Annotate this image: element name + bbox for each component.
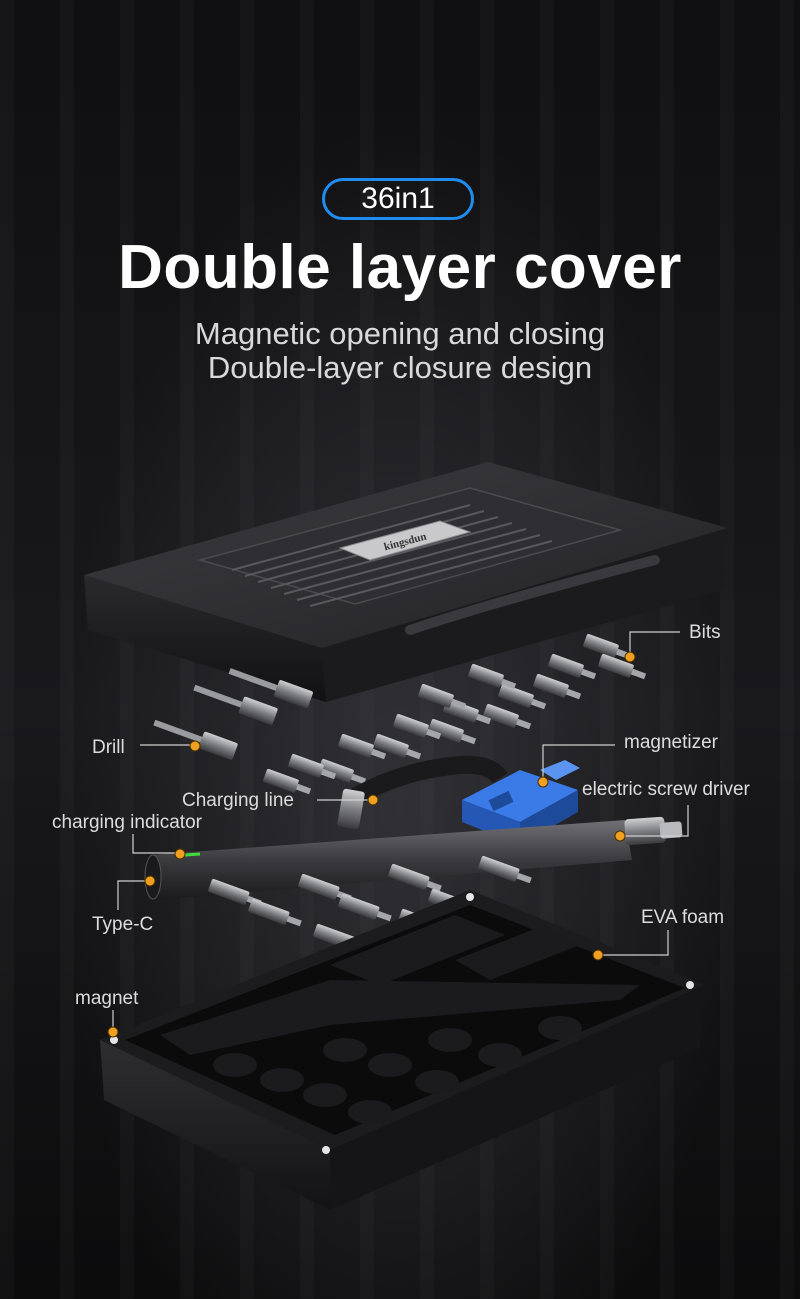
callout-eva-foam: EVA foam (641, 907, 725, 928)
callout-drill: Drill (92, 737, 125, 758)
bit (318, 758, 367, 785)
magnet-dots (110, 893, 694, 1154)
callout-charging-line: Charging line (182, 790, 294, 811)
callout-electric-screw-driver: electric screw driver (582, 779, 750, 800)
base-box (100, 890, 705, 1210)
bit (533, 673, 582, 700)
bit (468, 663, 517, 690)
callout-type-c: Type-C (92, 914, 154, 935)
callout-magnet: magnet (75, 988, 139, 1009)
bit (428, 718, 477, 745)
callout-markers (107, 651, 636, 1038)
lid-cover: kingsdun (84, 462, 728, 702)
bit (263, 768, 312, 795)
page-title: Double layer cover (118, 233, 682, 302)
electric-screwdriver (144, 816, 683, 900)
bit (338, 893, 392, 922)
bit (548, 653, 597, 680)
foam-cutouts (160, 915, 640, 1124)
bit (248, 898, 302, 927)
bit (483, 703, 532, 730)
bit (443, 698, 492, 725)
bit (373, 733, 422, 760)
charging-line (337, 755, 508, 830)
bits-group (263, 633, 647, 795)
callout-bits: Bits (689, 622, 721, 643)
bit (338, 733, 387, 760)
bit (498, 683, 547, 710)
lid-front-side (84, 575, 326, 702)
bit (478, 855, 532, 884)
bit (288, 753, 337, 780)
count-badge: 36in1 (322, 178, 474, 220)
callout-charging-indicator: charging indicator (52, 812, 202, 833)
charging-indicator-light (184, 852, 201, 857)
lid-logo-plate (338, 520, 472, 561)
subtitle-line-1: Magnetic opening and closing (194, 316, 606, 351)
callout-magnetizer: magnetizer (624, 732, 718, 753)
subtitle-line-2: Double-layer closure design (207, 350, 593, 385)
bit (598, 653, 647, 680)
drill-bits-group (153, 668, 313, 760)
bit (388, 863, 442, 892)
bit (418, 683, 467, 710)
bit (393, 713, 442, 740)
lid-grip-groove (405, 555, 660, 635)
